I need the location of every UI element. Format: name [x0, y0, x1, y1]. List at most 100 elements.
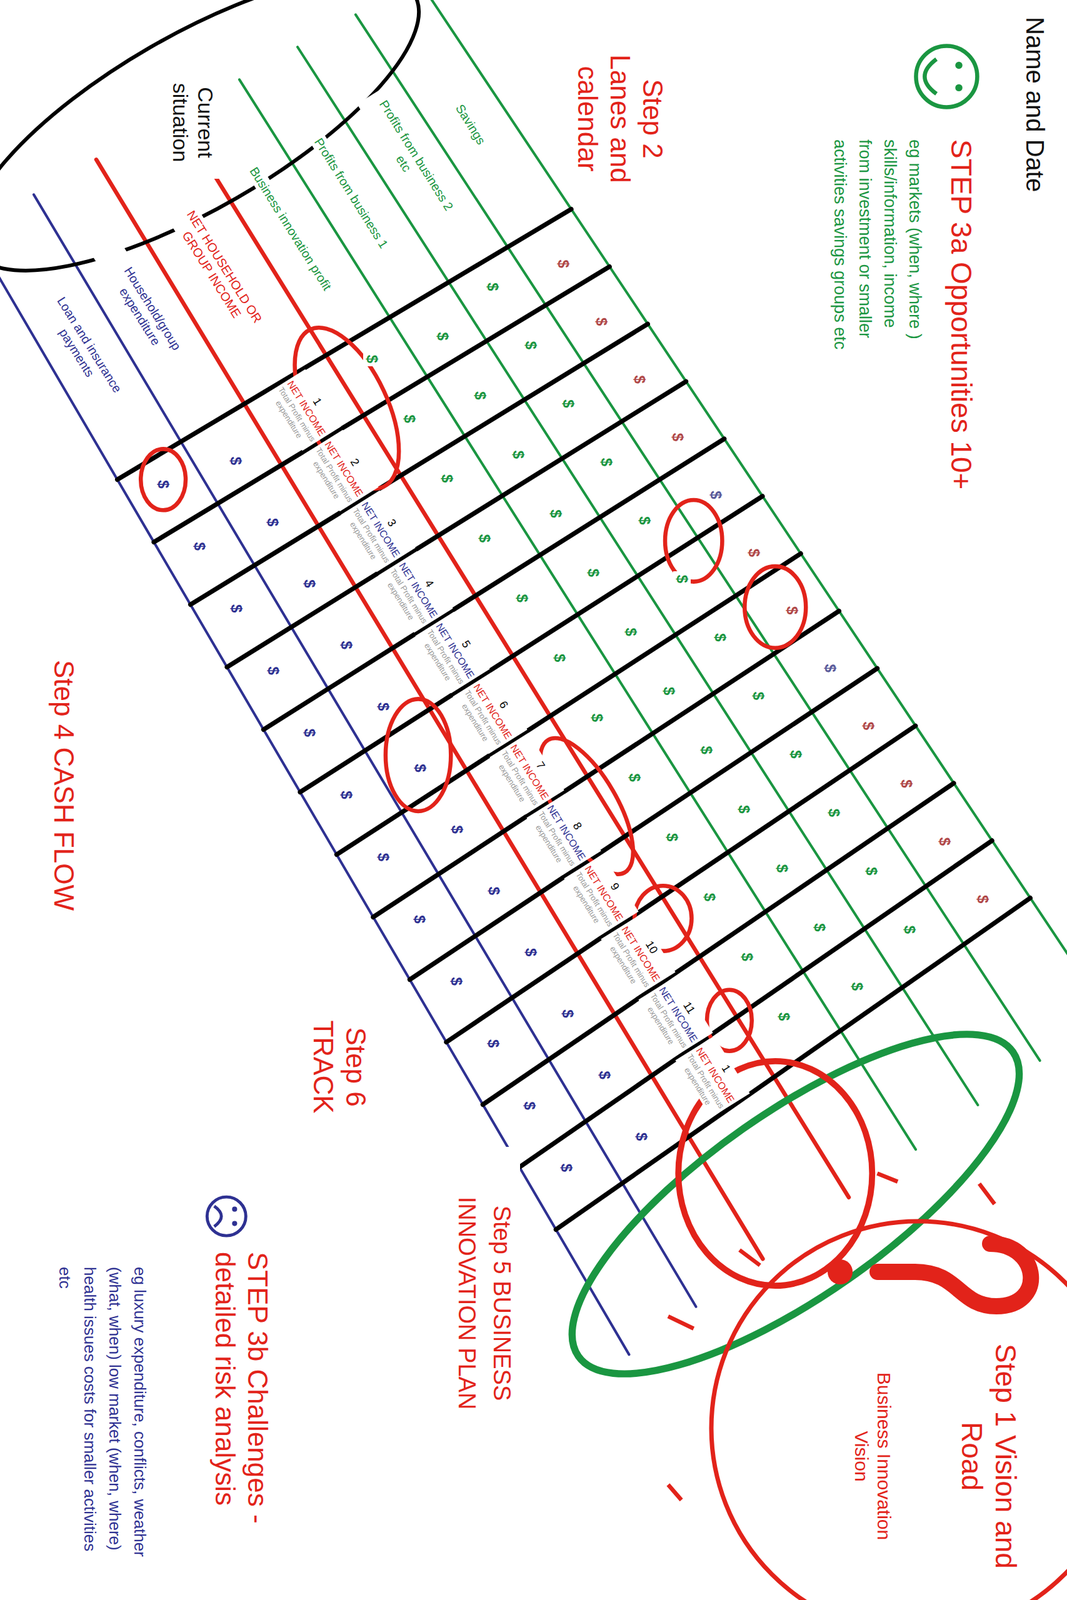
dollar-sign: $ — [263, 515, 282, 531]
dollar-sign: $ — [632, 1129, 651, 1145]
dollar-sign: $ — [337, 637, 356, 653]
dollar-sign: $ — [433, 328, 452, 344]
dollar-sign: $ — [973, 891, 992, 907]
lane-label: Business innovation profit — [243, 160, 337, 297]
dollar-sign: $ — [595, 1067, 614, 1083]
step-heading: Name and Date — [1019, 15, 1051, 278]
lane-line — [297, 46, 978, 1106]
step-heading: Step 5 BUSINESS INNOVATION PLAN — [448, 1147, 521, 1460]
dollar-sign: $ — [558, 1006, 577, 1022]
face-eye — [955, 61, 962, 69]
step-heading: STEP 3b Challenges - detailed risk analy… — [208, 1250, 275, 1588]
dollar-sign: $ — [735, 801, 753, 817]
dollar-sign: $ — [821, 660, 839, 676]
vision-dash — [739, 1250, 761, 1266]
vision-dash — [876, 1173, 898, 1183]
dollar-sign: $ — [513, 590, 531, 606]
node-heading: Current situation — [167, 66, 219, 179]
question-mark-dot — [827, 1259, 853, 1285]
lane-line — [0, 229, 629, 1355]
dollar-sign: $ — [264, 663, 282, 679]
dollar-sign: $ — [374, 849, 392, 865]
node-body: Business Innovation Vision — [849, 1356, 896, 1557]
dollar-sign: $ — [485, 883, 503, 899]
dollar-sign: $ — [411, 760, 429, 776]
dollar-sign: $ — [554, 256, 572, 272]
sad-face — [206, 1197, 246, 1236]
vision-dash — [979, 1183, 995, 1205]
dollar-sign: $ — [557, 1160, 576, 1176]
dollar-sign: $ — [700, 889, 719, 905]
dollar-sign: $ — [786, 746, 805, 762]
dollar-sign: $ — [520, 1098, 539, 1114]
dollar-sign: $ — [935, 833, 954, 849]
dollar-sign: $ — [300, 725, 319, 741]
scribble-circle — [521, 724, 652, 888]
step-heading: Step 6 TRACK — [306, 1004, 373, 1130]
dollar-sign: $ — [738, 949, 756, 965]
dollar-sign: $ — [410, 911, 429, 927]
dollar-sign: $ — [546, 506, 565, 522]
step-heading: Step 2 Lanes and calendar — [570, 43, 670, 194]
dollar-sign: $ — [521, 337, 540, 353]
step-heading: eg luxury expenditure, conflicts, weathe… — [51, 1265, 154, 1578]
dollar-sign: $ — [706, 487, 725, 503]
face-frown — [214, 1206, 222, 1228]
lane-label: Profits from business 2 etc — [356, 87, 464, 232]
vision-dash — [668, 1485, 682, 1501]
face-outline — [915, 45, 977, 107]
dollar-sign: $ — [447, 973, 466, 989]
dollar-sign: $ — [859, 718, 877, 734]
dollar-sign: $ — [862, 863, 881, 879]
dollar-sign: $ — [773, 860, 791, 876]
dollar-sign: $ — [154, 476, 172, 492]
dollar-sign: $ — [559, 396, 577, 412]
dollar-sign: $ — [825, 805, 843, 821]
dollar-sign: $ — [668, 429, 687, 445]
dollar-sign: $ — [300, 576, 319, 592]
calendar-lines — [117, 209, 1031, 1231]
lane-line — [239, 79, 916, 1150]
dollar-sign: $ — [900, 922, 919, 938]
dollar-sign: $ — [621, 624, 640, 640]
dollar-sign: $ — [775, 1009, 793, 1025]
face-eye — [955, 84, 962, 92]
dollar-sign: $ — [509, 446, 527, 462]
step-heading: Step 4 CASH FLOW — [46, 658, 81, 984]
dollar-sign: $ — [745, 545, 763, 561]
dollar-sign: $ — [635, 513, 654, 529]
lane-lines — [0, 0, 1067, 1355]
dollar-sign: $ — [848, 979, 866, 995]
dollar-sign: $ — [584, 565, 602, 581]
dollar-sign: $ — [897, 776, 916, 792]
vision-dash — [668, 1316, 694, 1329]
vision-circle: Step 1 Vision and Road Business Innovatio… — [708, 1218, 1067, 1600]
face-eye — [231, 1207, 237, 1213]
scribble-circle — [744, 566, 806, 649]
dollar-sign: $ — [448, 821, 466, 837]
scribble-circle — [140, 448, 186, 511]
dollar-sign: $ — [697, 742, 716, 758]
dollar-sign: $ — [597, 454, 616, 470]
dollar-sign: $ — [673, 571, 691, 587]
lane-line — [176, 114, 849, 1198]
dollar-sign: $ — [663, 830, 681, 846]
dollar-sign: $ — [711, 630, 729, 646]
dollar-sign: $ — [363, 351, 381, 367]
dollar-sign: $ — [550, 650, 569, 666]
node-heading: Step 1 Vision and Road — [954, 1331, 1024, 1582]
dollar-sign: $ — [660, 683, 678, 699]
step-heading: eg markets (when, where ) skills/informa… — [826, 137, 929, 360]
question-mark-symbol — [877, 1243, 1031, 1307]
dollar-sign: $ — [226, 453, 245, 469]
dollar-sign: $ — [625, 770, 644, 786]
dollar-sign: $ — [475, 530, 494, 546]
dollar-sign: $ — [190, 538, 209, 554]
dollar-sign: $ — [483, 279, 502, 295]
dollar-sign: $ — [521, 945, 540, 961]
dollar-sign: $ — [630, 371, 649, 387]
dollar-sign: $ — [588, 710, 606, 726]
dollar-sign: $ — [471, 388, 489, 404]
scribble-circle — [385, 698, 451, 812]
